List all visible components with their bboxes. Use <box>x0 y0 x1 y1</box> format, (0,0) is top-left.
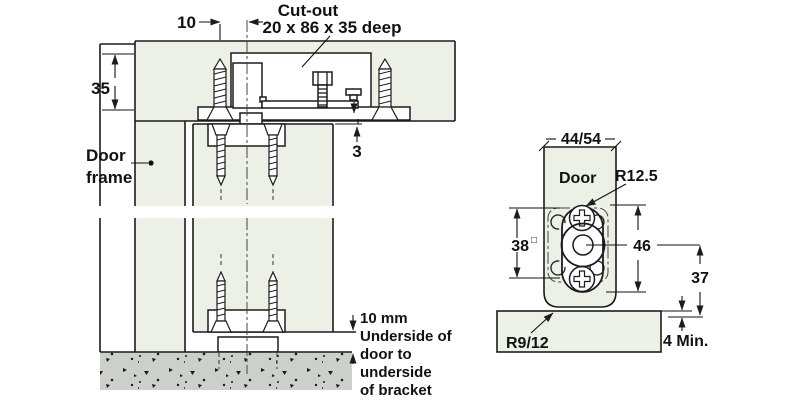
floor-slab-front <box>496 310 662 353</box>
dim-46-bg <box>627 236 657 254</box>
dim-44-54-label: 44/54 <box>561 131 601 148</box>
underside-note-1: 10 mm <box>360 310 408 327</box>
plate-screw-bottom <box>568 265 596 293</box>
door-frame-label-2: frame <box>86 168 132 187</box>
dim-4-min-label: 4 Min. <box>663 333 708 350</box>
dim-37-label: 37 <box>691 270 709 287</box>
mechanism-base-bar <box>261 100 359 109</box>
door-frame-leader <box>131 160 154 166</box>
hex-bolt <box>312 71 333 108</box>
r12-5-leader <box>585 183 627 207</box>
cutout-size-label: 20 x 86 x 35 deep <box>263 18 402 37</box>
cutout-title: Cut-out <box>278 1 339 20</box>
dim-3-label: 3 <box>352 142 361 161</box>
frame-outlines <box>99 40 456 352</box>
dim-46-label: 46 <box>633 238 651 255</box>
pivot-pin <box>239 112 263 125</box>
dim-38 <box>509 207 560 279</box>
frame-jamb-fill <box>135 121 185 352</box>
dim-44-54 <box>538 138 622 152</box>
square-symbol: □ <box>531 235 537 246</box>
underside-note-3: door to <box>360 346 412 363</box>
r9-12-leader <box>530 312 554 334</box>
dim-35-label: 35 <box>91 79 110 98</box>
dim-3-gap <box>335 119 362 142</box>
dim-10-label: 10 <box>177 13 196 32</box>
front-view-drawing: 44/54 Door R12.5 38 □ 46 37 R9/12 4 Min. <box>496 131 714 353</box>
dim-35-depth <box>102 53 134 111</box>
section-view-drawing: Cut-out 20 x 86 x 35 deep 10 35 3 Door f… <box>86 1 456 399</box>
underside-note-5: of bracket <box>360 382 432 399</box>
dim-r9-12-label: R9/12 <box>506 335 549 352</box>
dim-37-bg <box>686 267 714 287</box>
floor-concrete <box>100 351 352 390</box>
cutout-leader <box>301 35 331 68</box>
dim-r12-5-label: R12.5 <box>615 168 658 185</box>
adjustment-screw <box>345 88 362 114</box>
dim-46 <box>606 204 646 293</box>
underside-note-4: underside <box>360 364 432 381</box>
door-label: Door <box>559 170 596 187</box>
dim-38-label: 38 <box>511 238 529 255</box>
underside-note-2: Underside of <box>360 328 453 345</box>
dim-10-offset <box>199 18 263 40</box>
dim-4-min <box>661 296 703 331</box>
drawing-break <box>96 206 358 218</box>
floor-pivot-foot <box>217 336 279 353</box>
door-frame-label-1: Door <box>86 146 126 165</box>
